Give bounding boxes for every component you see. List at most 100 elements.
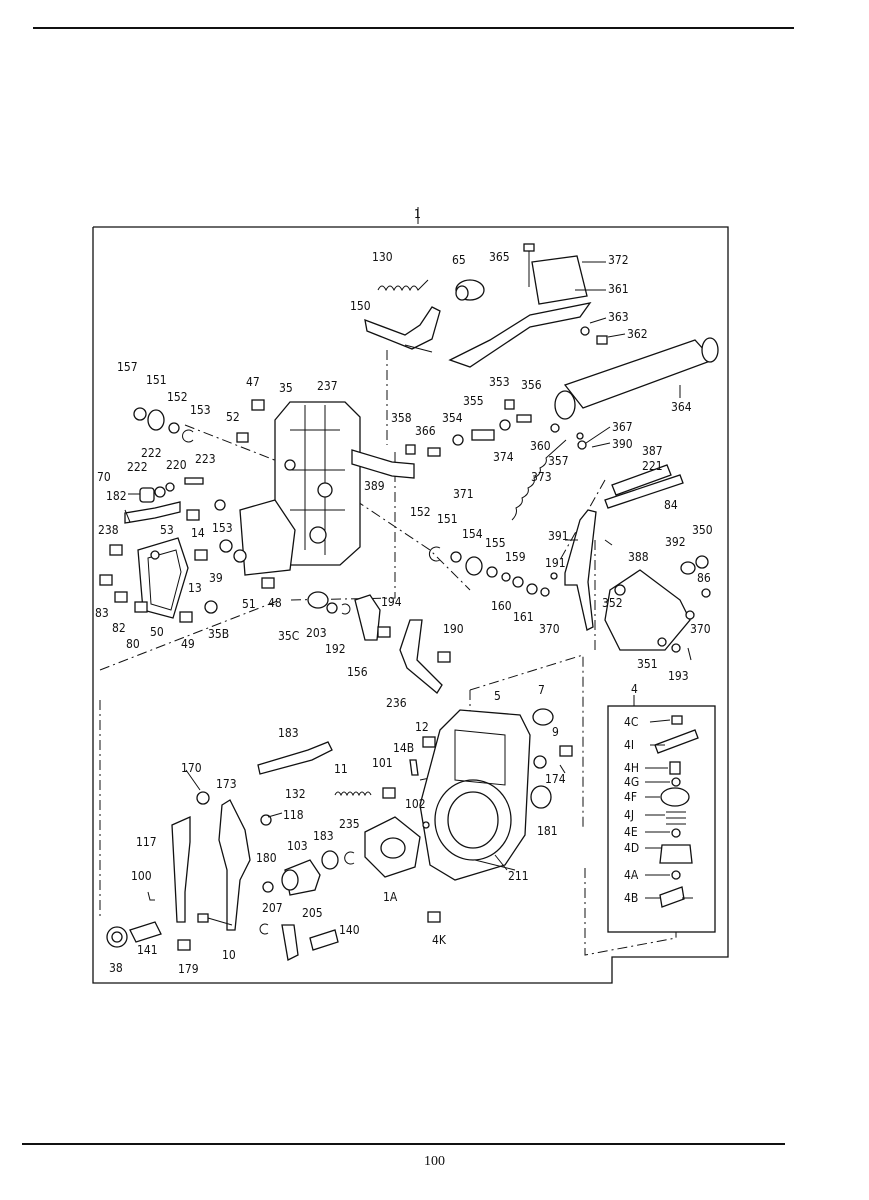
callout: 86 [697, 571, 711, 585]
callout: 39 [209, 571, 223, 585]
assembly-frame [92, 207, 729, 984]
callout: 174 [545, 772, 566, 786]
callout: 180 [256, 851, 277, 865]
leader-lines [124, 261, 693, 899]
callout: 35 [279, 381, 293, 395]
callout: 237 [317, 379, 338, 393]
callout: 4E [624, 825, 638, 839]
callout: 203 [306, 626, 327, 640]
callout: 192 [325, 642, 346, 656]
callout: 238 [98, 523, 119, 537]
callout: 7 [538, 683, 545, 697]
callout: 222 [141, 446, 162, 460]
callout: 102 [405, 797, 426, 811]
callout: 52 [226, 410, 240, 424]
callout: 50 [150, 625, 164, 639]
callout: 391 [548, 529, 569, 543]
callout: 360 [530, 439, 551, 453]
callout: 371 [453, 487, 474, 501]
callout: 153 [212, 521, 233, 535]
callout: 4A [624, 868, 639, 882]
callout: 356 [521, 378, 542, 392]
callout: 222 [127, 460, 148, 474]
callout: 11 [334, 762, 348, 776]
callout: 358 [391, 411, 412, 425]
callout: 191 [545, 556, 566, 570]
callout: 236 [386, 696, 407, 710]
callout: 100 [131, 869, 152, 883]
callout: 14 [191, 526, 205, 540]
callout: 49 [181, 637, 195, 651]
part-shapes [99, 243, 719, 961]
callout: 364 [671, 400, 692, 414]
callout: 47 [246, 375, 260, 389]
callout: 12 [415, 720, 429, 734]
callout: 205 [302, 906, 323, 920]
callout: 35B [208, 627, 229, 641]
callout: 355 [463, 394, 484, 408]
callout: 70 [97, 470, 111, 484]
callout: 367 [612, 420, 633, 434]
callout: 370 [539, 622, 560, 636]
callout: 101 [372, 756, 393, 770]
callout: 194 [381, 595, 402, 609]
callout: 4F [624, 790, 637, 804]
callout: 103 [287, 839, 308, 853]
callout: 151 [437, 512, 458, 526]
callout: 14B [393, 741, 414, 755]
callout: 130 [372, 250, 393, 264]
callout: 161 [513, 610, 534, 624]
callout: 390 [612, 437, 633, 451]
callout: 5 [494, 689, 501, 703]
callout: 354 [442, 411, 463, 425]
callout: 370 [690, 622, 711, 636]
callout: 1A [383, 890, 398, 904]
callout: 4B [624, 891, 638, 905]
callout: 388 [628, 550, 649, 564]
callout: 117 [136, 835, 157, 849]
callout: 362 [627, 327, 648, 341]
callout: 211 [508, 869, 529, 883]
callout: 156 [347, 665, 368, 679]
callout: 363 [608, 310, 629, 324]
callout: 221 [642, 459, 663, 473]
callout: 389 [364, 479, 385, 493]
callout: 170 [181, 761, 202, 775]
callout: 13 [188, 581, 202, 595]
callout: 183 [278, 726, 299, 740]
callout: 51 [242, 597, 256, 611]
callout: 193 [668, 669, 689, 683]
callout: 154 [462, 527, 483, 541]
callout: 141 [137, 943, 158, 957]
callout: 152 [410, 505, 431, 519]
callout: 82 [112, 621, 126, 635]
callout: 373 [531, 470, 552, 484]
callout: 4J [624, 808, 634, 822]
callout: 190 [443, 622, 464, 636]
callout: 365 [489, 250, 510, 264]
callout: 10 [222, 948, 236, 962]
callout: 38 [109, 961, 123, 975]
callout: 151 [146, 373, 167, 387]
bottom-rule [22, 1143, 785, 1145]
callout: 159 [505, 550, 526, 564]
callout: 374 [493, 450, 514, 464]
callout: 80 [126, 637, 140, 651]
callout: 83 [95, 606, 109, 620]
callout: 1 [414, 207, 421, 221]
callout: 366 [415, 424, 436, 438]
callout: 361 [608, 282, 629, 296]
callout: 9 [552, 725, 559, 739]
callout: 48 [268, 596, 282, 610]
callout: 4H [624, 761, 639, 775]
callout: 387 [642, 444, 663, 458]
callout: 352 [602, 596, 623, 610]
callout: 357 [548, 454, 569, 468]
callout: 160 [491, 599, 512, 613]
callout: 132 [285, 787, 306, 801]
callout: 155 [485, 536, 506, 550]
callout: 235 [339, 817, 360, 831]
callout: 351 [637, 657, 658, 671]
top-rule [33, 27, 794, 29]
callout: 152 [167, 390, 188, 404]
